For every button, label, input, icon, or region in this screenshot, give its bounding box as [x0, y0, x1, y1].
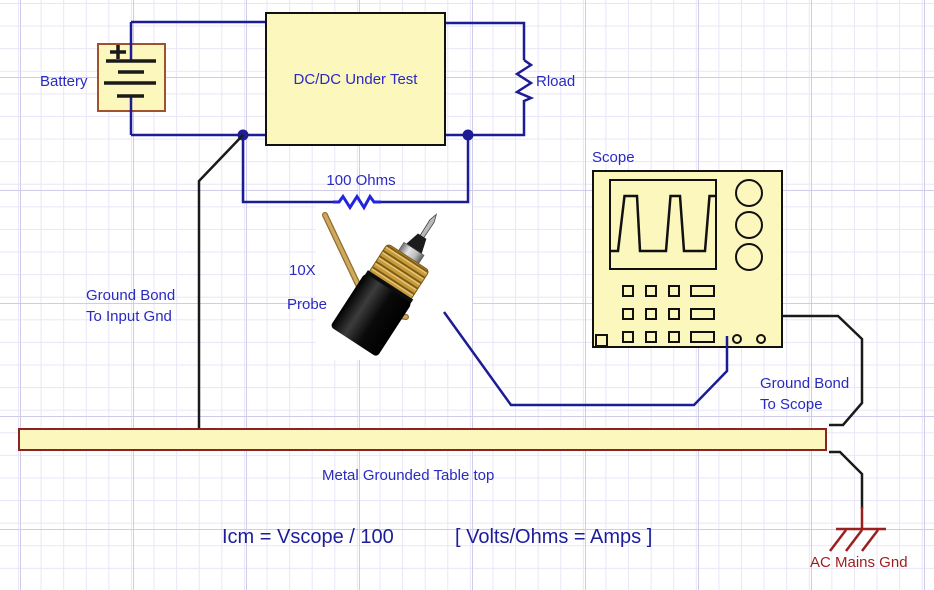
ground-bond-input-label: Ground Bond To Input Gnd	[86, 285, 175, 327]
probe-photo	[316, 203, 472, 360]
scope-input-jack	[732, 334, 742, 344]
ground-bond-input-line2: To Input Gnd	[86, 308, 172, 325]
scope-button	[690, 285, 715, 297]
scope-button	[690, 308, 715, 320]
shunt-resistor-label: 100 Ohms	[326, 172, 396, 189]
ground-bond-input-line1: Ground Bond	[86, 287, 176, 304]
rload-label: Rload	[536, 73, 576, 90]
dcdc-label: DC/DC Under Test	[293, 70, 418, 88]
battery-symbol-box	[97, 43, 166, 112]
ground-bond-input-wire	[197, 134, 244, 428]
scope-input-jack	[756, 334, 766, 344]
probe-ratio-label: 10X	[289, 262, 316, 279]
rload-resistor	[514, 58, 535, 103]
scope-knob	[735, 243, 763, 271]
scope-knob	[735, 211, 763, 239]
scope-button	[668, 285, 680, 297]
ground-bond-table-wire	[829, 450, 864, 509]
scope-button	[645, 308, 657, 320]
ground-bond-scope-label: Ground Bond To Scope	[760, 373, 849, 415]
junction-dot-left	[237, 129, 249, 141]
scope-button	[690, 331, 715, 343]
probe-label: Probe	[287, 296, 328, 313]
scope-button	[622, 285, 634, 297]
scope-screen	[609, 179, 717, 270]
table-top-bar	[18, 428, 827, 451]
scope-button	[645, 331, 657, 343]
scope-button	[622, 308, 634, 320]
scope-knob	[735, 179, 763, 207]
dcdc-under-test-box: DC/DC Under Test	[265, 12, 446, 146]
scope-button	[645, 285, 657, 297]
wire-output-loop	[446, 21, 526, 137]
scope-label: Scope	[592, 149, 635, 166]
junction-dot-right	[462, 129, 474, 141]
formula-equation: Icm = Vscope / 100	[222, 526, 394, 548]
ground-bond-scope-line2: To Scope	[760, 396, 823, 413]
ground-bond-scope-line1: Ground Bond	[760, 375, 850, 392]
scope-button	[622, 331, 634, 343]
ac-mains-gnd-label: AC Mains Gnd	[810, 554, 908, 571]
battery-label: Battery	[40, 73, 88, 90]
formula-units: [ Volts/Ohms = Amps ]	[455, 526, 653, 548]
scope-button	[595, 334, 608, 347]
scope-button	[668, 331, 680, 343]
ac-ground-symbol	[829, 507, 886, 552]
table-top-label: Metal Grounded Table top	[322, 467, 495, 484]
scope-button	[668, 308, 680, 320]
